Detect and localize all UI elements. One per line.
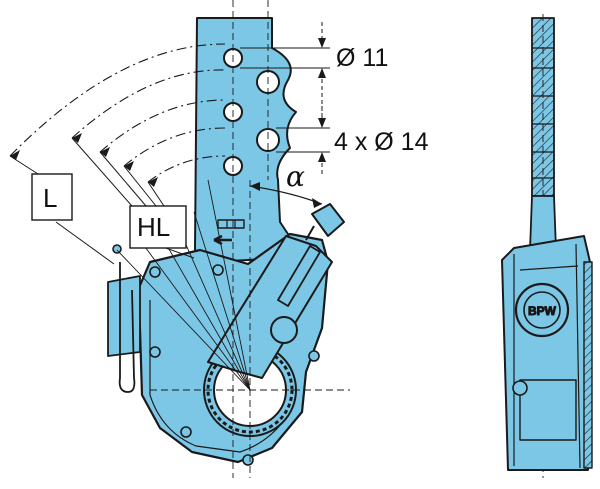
bolt-1 xyxy=(149,266,161,278)
lever-hole-4 xyxy=(256,128,280,152)
bolt-2 xyxy=(149,346,161,358)
front-view xyxy=(9,0,350,478)
hole-length-label: HL xyxy=(137,212,170,242)
large-hole-dimension: 4 x Ø 14 xyxy=(334,128,429,156)
centerlines xyxy=(150,0,350,478)
length-label: L xyxy=(43,183,57,213)
side-view: BPW xyxy=(501,14,593,478)
side-bolt xyxy=(512,380,528,396)
dimension-lines xyxy=(240,22,330,176)
brand-badge-inner xyxy=(523,291,561,329)
adjustment-hex xyxy=(311,203,345,237)
angle-label: α xyxy=(286,160,305,193)
control-knob xyxy=(270,316,298,344)
bolt-4 xyxy=(242,454,254,466)
small-hole-dimension: Ø 11 xyxy=(336,44,388,72)
bolt-6 xyxy=(212,264,224,276)
hole-length-label-box xyxy=(129,205,187,249)
lever-arm xyxy=(194,17,297,263)
side-clip xyxy=(107,275,141,357)
side-strip xyxy=(583,261,593,469)
radius-lines xyxy=(116,179,251,391)
clip-pin xyxy=(112,244,122,254)
brand-logo: BPW xyxy=(528,304,557,318)
dimension-arrowheads xyxy=(318,38,326,162)
radius-arcs xyxy=(9,43,226,183)
length-label-box xyxy=(31,173,73,221)
side-cover xyxy=(519,379,577,441)
clip-hook xyxy=(118,262,136,393)
bolt-5 xyxy=(308,350,320,362)
marking-box xyxy=(217,219,245,229)
adjuster-slot xyxy=(277,245,321,307)
hex-neck xyxy=(305,225,315,241)
bolt-3 xyxy=(180,426,192,438)
